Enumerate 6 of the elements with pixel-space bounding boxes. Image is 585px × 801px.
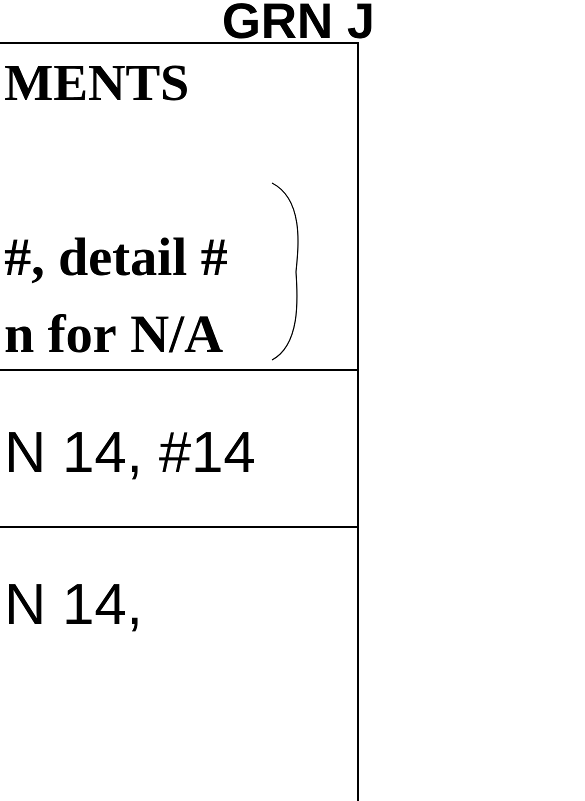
table-cell: N 14, [8, 584, 138, 632]
column-header: MENTS [5, 66, 187, 100]
header-note: #, detail # [4, 238, 227, 284]
header-note: n for N/A [6, 314, 223, 353]
table-cell: N 14, #14 [8, 432, 254, 480]
heading: GRN J [224, 3, 372, 38]
